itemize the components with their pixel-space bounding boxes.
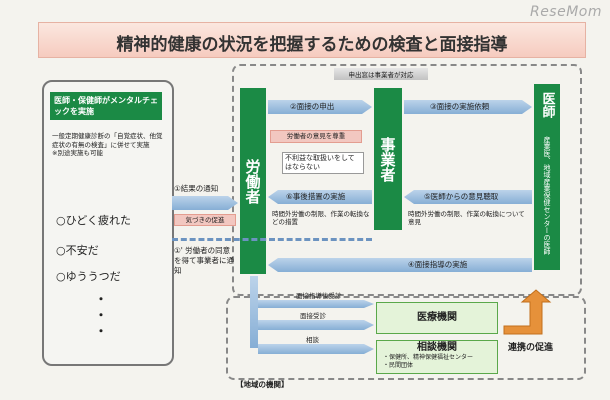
no-disadvantage-note: 不利益な取扱いをしてはならない [282,152,364,174]
arrow-request [268,100,372,114]
arrow-measures [268,190,372,204]
brand-logo: ReseMom [529,4,602,20]
worker-label: 労働者 [243,158,262,204]
consult-org-label: 相談機関 [417,342,457,353]
arrow-consent-notify [172,238,372,241]
flow-consult [258,344,374,354]
step-6-label: ⑥事後措置の実施 [286,192,346,201]
region-label: 【地域の機関】 [236,380,289,389]
arrow-result [172,196,238,210]
medical-institution-box: 医療機関 [376,302,498,334]
item-depressed: ○ゆううつだ [56,270,121,283]
regional-area [226,296,586,380]
top-note: 申出窓は事業者が対応 [348,71,414,79]
measures-note: 時間外労働の制限、作業の転換などの措置 [272,210,370,226]
step-4-label: ④面接指導の実施 [408,260,468,269]
step-3-label: ③面接の実施依頼 [430,102,490,111]
cooperation-arrow [503,289,552,335]
opinions-note: 時間外労働の制限、作業の転換について意見 [408,210,525,226]
mental-check-note: 一般定期健康診断の「自覚症状、他覚症状の有無の検査」に併せて実施 ※別途実施も可… [52,132,163,157]
guidance-label: 面接指導後受診 [296,292,342,300]
doctor-sub: 産業医、地域産業保健センターの医師 [543,135,551,255]
arrow-interview [268,258,532,272]
dot-2: ・ [95,308,108,322]
employer-box: 事業者 [374,88,402,230]
step-2-label: ②面接の申出 [290,102,335,111]
worker-box: 労働者 [240,88,266,274]
flow-guidance [258,300,374,308]
arrow-interview-request [404,100,532,114]
top-note-box [334,68,428,80]
mental-check-panel [42,80,174,366]
cooperation-label: 連携の促進 [508,343,554,353]
mental-check-header: 医師・保健師がメンタルチェックを実施 [50,92,162,120]
flow-trunk [250,276,258,348]
consult-items: ・保健所、精神保健福祉センター ・民間団体 [383,354,474,369]
step-1b-label: ①' 労働者の同意を得て事業者に通知 [174,246,234,275]
dot-3: ・ [95,324,108,338]
dot-1: ・ [95,292,108,306]
doctor-box: 医師 産業医、地域産業保健センターの医師 [534,84,560,270]
visit-label: 面接受診 [300,312,326,320]
item-tired: ○ひどく疲れた [56,214,131,227]
consultation-box: 相談機関 ・保健所、精神保健福祉センター ・民間団体 [376,340,498,374]
step-1-label: ①結果の通知 [174,184,219,193]
process-area [232,64,582,296]
step-5-label: ⑤医師からの意見聴取 [424,192,499,201]
arrow-opinion [404,190,532,204]
page-title: 精神的健康の状況を把握するための検査と面接指導 [116,35,508,55]
consult-label: 相談 [306,336,319,344]
encourage-note: 気づきの促進 [174,214,236,226]
flow-visit [258,320,374,330]
respect-note: 労働者の意見を尊重 [270,130,362,143]
item-anxious: ○不安だ [56,244,99,257]
employer-label: 事業者 [378,136,397,182]
doctor-label: 医師 [539,92,555,118]
medical-label: 医療機関 [417,312,457,323]
page-title-banner: 精神的健康の状況を把握するための検査と面接指導 [38,22,586,58]
